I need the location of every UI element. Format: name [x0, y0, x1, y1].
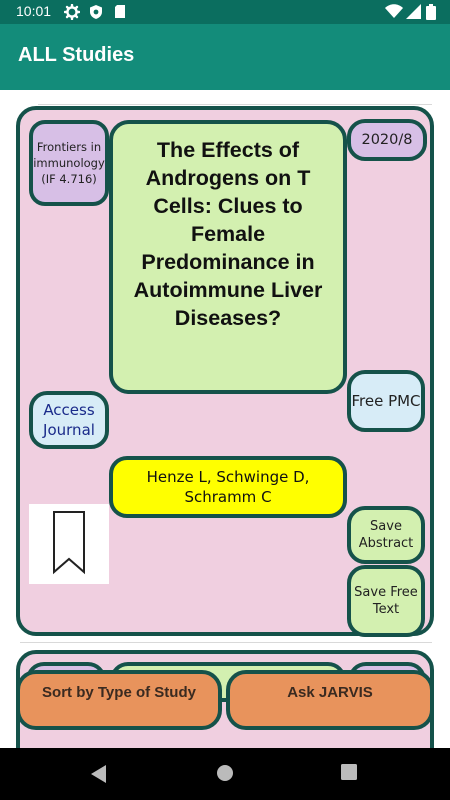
journal-label: Frontiers in immunology (IF 4.716)	[33, 140, 105, 186]
date-badge: 2020/8	[347, 119, 427, 161]
study-list[interactable]: Frontiers in immunology (IF 4.716) 2020/…	[0, 90, 450, 748]
sort-by-type-button[interactable]: Sort by Type of Study	[16, 670, 222, 730]
study-title-box[interactable]: The Effects of Androgens on T Cells: Clu…	[109, 120, 347, 394]
save-abstract-label: Save Abstract	[358, 519, 414, 551]
free-pmc-button[interactable]: Free PMC	[347, 370, 425, 432]
journal-badge: Frontiers in immunology (IF 4.716)	[29, 120, 109, 206]
home-icon[interactable]	[216, 764, 234, 782]
signal-icon	[406, 4, 421, 19]
sort-by-type-label: Sort by Type of Study	[42, 684, 196, 701]
page-title: ALL Studies	[18, 44, 135, 66]
app-bar: ALL Studies	[0, 24, 450, 90]
battery-icon	[426, 4, 436, 20]
back-icon[interactable]	[90, 764, 108, 784]
list-divider	[38, 104, 432, 105]
sd-card-icon	[115, 5, 125, 18]
free-pmc-label: Free PMC	[351, 392, 421, 410]
access-journal-button[interactable]: Access Journal	[29, 391, 109, 449]
access-journal-label: Access Journal	[43, 401, 95, 439]
shield-icon	[90, 5, 102, 19]
save-free-text-button[interactable]: Save Free Text	[347, 565, 425, 637]
study-card[interactable]: Frontiers in immunology (IF 4.716) 2020/…	[16, 106, 434, 637]
study-title: The Effects of Androgens on T Cells: Clu…	[133, 138, 323, 330]
authors-box: Henze L, Schwinge D, Schramm C	[109, 456, 347, 518]
ask-jarvis-label: Ask JARVIS	[287, 684, 373, 701]
navigation-bar	[0, 748, 450, 800]
gear-icon	[64, 4, 80, 20]
status-bar: 10:01	[0, 0, 450, 24]
list-divider	[20, 642, 432, 643]
bookmark-button[interactable]	[29, 504, 109, 584]
save-abstract-button[interactable]: Save Abstract	[347, 506, 425, 564]
bookmark-outline-icon	[53, 511, 85, 575]
authors-label: Henze L, Schwinge D, Schramm C	[146, 468, 310, 506]
wifi-icon	[385, 4, 403, 18]
ask-jarvis-button[interactable]: Ask JARVIS	[226, 670, 434, 730]
save-free-text-label: Save Free Text	[354, 585, 418, 617]
status-time: 10:01	[16, 3, 52, 19]
recents-icon[interactable]	[341, 764, 357, 780]
date-label: 2020/8	[361, 132, 413, 148]
